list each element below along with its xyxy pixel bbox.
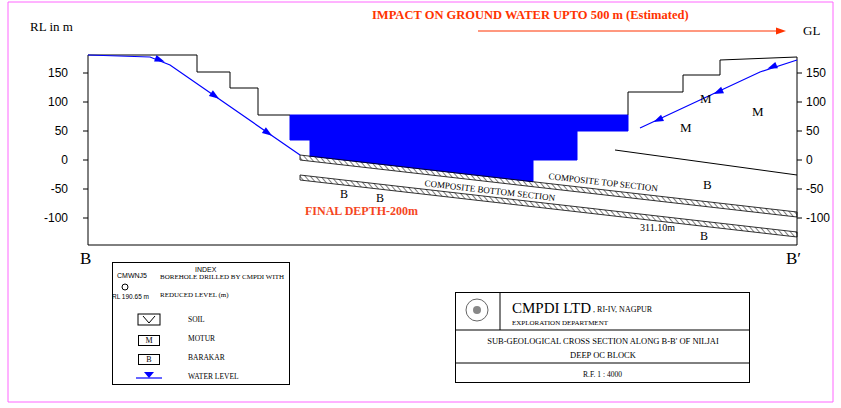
axis-tick (83, 189, 88, 190)
department: EXPLORATION DEPARTMENT (512, 320, 608, 327)
axis-tick (797, 160, 802, 161)
legend-text: SOIL (188, 316, 205, 324)
water-table-line (88, 55, 300, 155)
flow-arrow (652, 115, 664, 126)
axis-value: 50 (55, 125, 68, 137)
flow-arrow (712, 87, 724, 97)
axis-value: 100 (48, 96, 68, 108)
axis-tick (797, 102, 802, 103)
flow-arrow (154, 55, 166, 65)
impact-arrowhead (776, 28, 786, 35)
drawing-title: SUB-GEOLOGICAL CROSS SECTION ALONG B-B' … (478, 335, 728, 362)
legend-symbol-box: M (138, 335, 160, 346)
water-table-line (640, 60, 797, 128)
axis-value: 150 (48, 67, 68, 79)
node-text: INDEX (195, 266, 216, 273)
ground-surface (628, 57, 797, 115)
page-border (8, 2, 833, 402)
impact-note: IMPACT ON GROUND WATER UPTO 500 m (Estim… (372, 9, 689, 22)
formation-label: B (700, 230, 708, 242)
title-rule (500, 292, 501, 330)
company-office: , RI-IV, NAGPUR (593, 306, 652, 314)
legend-symbol-box: B (138, 354, 160, 365)
section-end-label: B (80, 250, 91, 267)
axis-value: 0 (806, 154, 813, 166)
axis-tick (797, 131, 802, 132)
axis-tick (83, 131, 88, 132)
title-block: CMPDI LTD, RI-IV, NAGPUR EXPLORATION DEPA… (455, 292, 750, 383)
section-frame (88, 55, 797, 245)
formation-label: B (703, 178, 712, 191)
water-level-symbol (144, 372, 154, 378)
ground-level-label: GL (803, 24, 820, 37)
legend-text: MOTUR (188, 335, 215, 343)
flow-arrow (262, 127, 274, 138)
axis-tick (797, 218, 802, 219)
title-rule (455, 330, 750, 331)
axis-title: RL in m (30, 20, 73, 33)
company-name: CMPDI LTD (512, 301, 591, 316)
legend-text: WATER LEVEL (188, 373, 239, 381)
axis-value: -100 (806, 212, 830, 224)
soil-swatch (138, 314, 160, 325)
axis-tick (83, 102, 88, 103)
axis-tick (83, 73, 88, 74)
axis-value: -50 (51, 183, 68, 195)
flow-arrow (209, 90, 221, 101)
legend-text: BOREHOLE DRILLED BY CMPDI WITH REDUCED L… (160, 268, 285, 304)
seam-band (300, 175, 797, 237)
ground-surface (88, 55, 290, 115)
axis-value: 100 (806, 96, 826, 108)
axis-value: -100 (44, 212, 68, 224)
axis-value: 50 (806, 125, 819, 137)
formation-label: M (752, 105, 764, 118)
soil-symbol (143, 316, 155, 323)
formation-label: B (376, 192, 384, 204)
depth-note: FINAL DEPTH-200m (305, 205, 418, 217)
axis-tick (797, 73, 802, 74)
node-text: M (145, 337, 152, 345)
formation-label: M (680, 121, 692, 134)
formation-contact (615, 150, 797, 175)
company-logo (466, 299, 488, 321)
scale: R.F. 1 : 4000 (456, 369, 749, 381)
axis-tick (83, 218, 88, 219)
formation-label: M (700, 92, 712, 105)
borehole-level: RL 190.65 m (112, 294, 149, 301)
formation-label: B (340, 188, 348, 200)
title-rule (455, 363, 750, 364)
axis-tick (797, 189, 802, 190)
company-logo (473, 306, 481, 314)
impact-arrow (478, 30, 776, 31)
axis-value: 0 (61, 154, 68, 166)
dimension: 311.10m (640, 223, 675, 233)
flow-arrow (766, 62, 778, 72)
section-end-label: B′ (786, 250, 801, 267)
borehole-id: CMWNJ5 (117, 272, 147, 279)
node-text: B (146, 356, 151, 364)
borehole-symbol (122, 284, 128, 290)
legend-text: BARAKAR (188, 354, 225, 362)
pit-water (290, 115, 628, 182)
axis-tick (83, 160, 88, 161)
axis-value: -50 (806, 183, 823, 195)
axis-value: 150 (806, 67, 826, 79)
